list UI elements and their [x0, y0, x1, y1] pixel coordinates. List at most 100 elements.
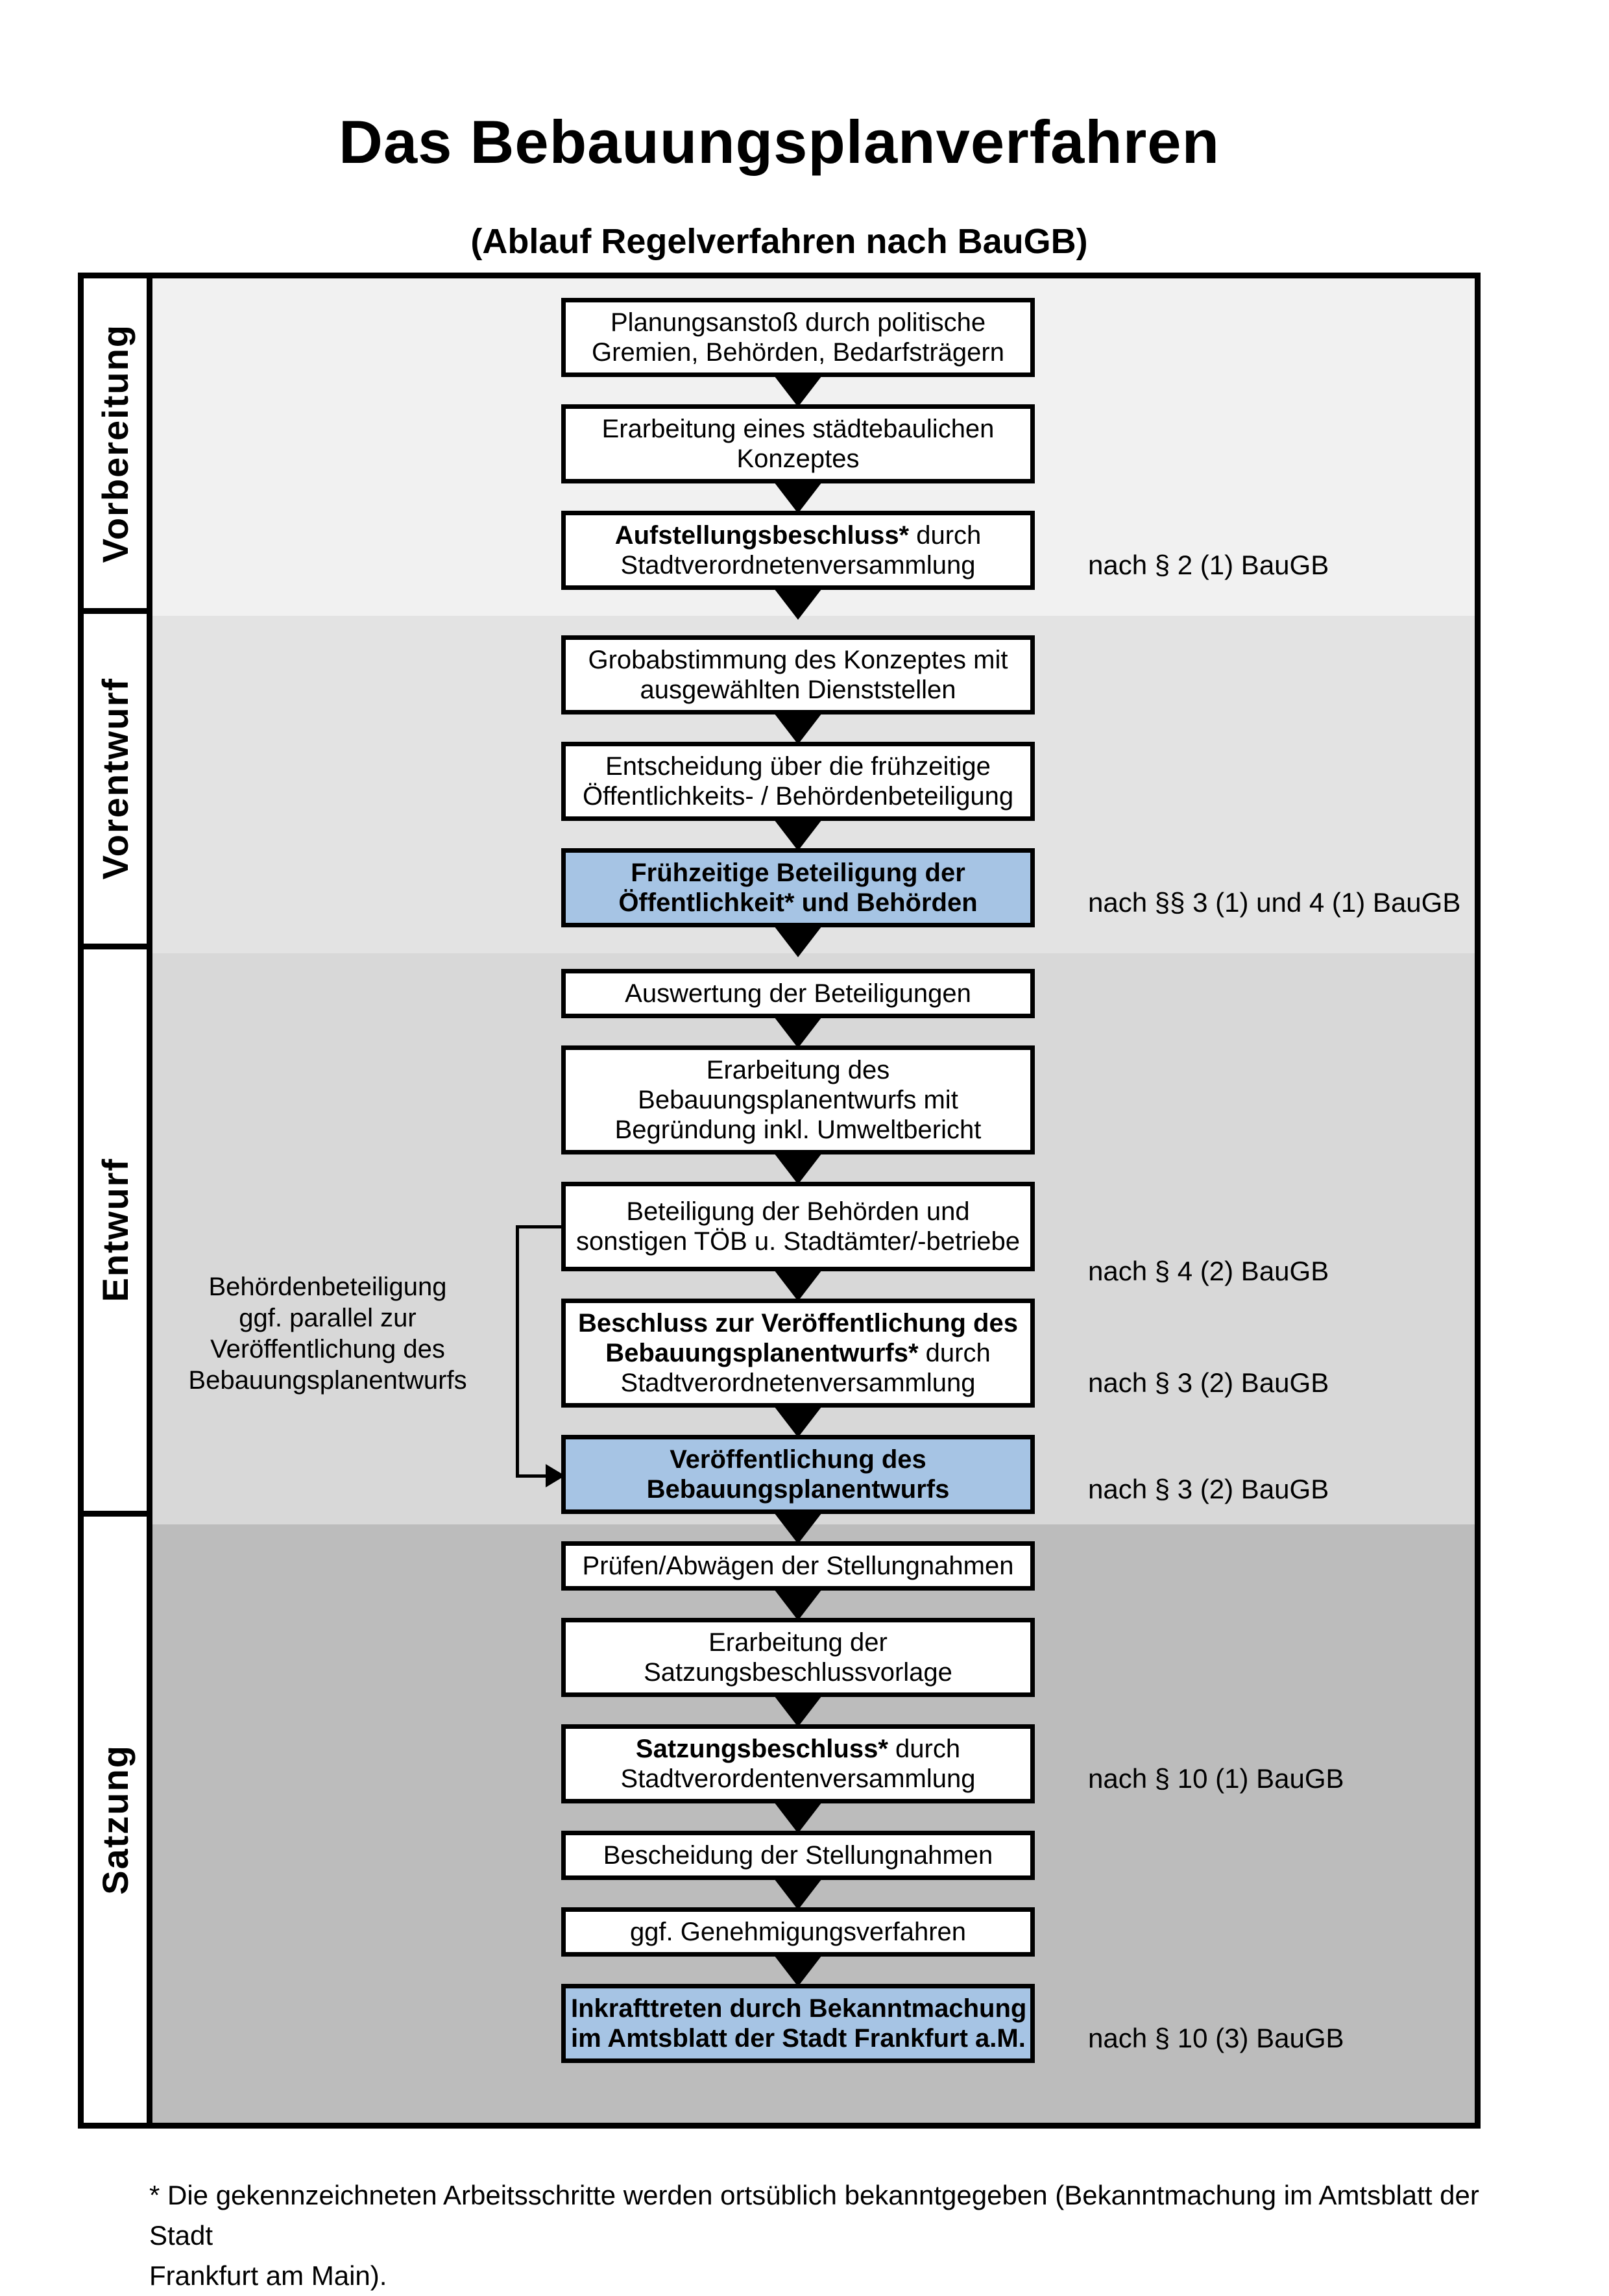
bracket-bottom-segment: [516, 1474, 550, 1478]
phase-label-satzung: Satzung: [95, 1744, 136, 1895]
flow-box-line: Satzungsbeschlussvorlage: [644, 1658, 952, 1687]
header: Das Bebauungsplanverfahren (Ablauf Regel…: [78, 0, 1481, 262]
flow-box-line: ausgewählten Dienststellen: [640, 676, 956, 704]
flow-step-row: ggf. Genehmigungsverfahren: [152, 1907, 1475, 1957]
flow-box: Auswertung der Beteiligungen: [561, 969, 1035, 1018]
flow-box-line: Stadtverordentenversammlung: [620, 1765, 976, 1793]
flow-box-line: Erarbeitung der: [708, 1628, 888, 1657]
flow-box-line: Gremien, Behörden, Bedarfsträgern: [592, 338, 1004, 367]
legal-ref-annotation: nach § 4 (2) BauGB: [1088, 1256, 1329, 1286]
flow-box: Bescheidung der Stellungnahmen: [561, 1831, 1035, 1880]
legal-ref-annotation: nach §§ 3 (1) und 4 (1) BauGB: [1088, 887, 1461, 918]
flow-arrow-down-icon: [772, 373, 824, 407]
flow-box-line: Bebauungsplanentwurfs* durch: [605, 1339, 991, 1367]
flow-arrow-down-icon: [772, 586, 824, 620]
flow-step-row: Prüfen/Abwägen der Stellungnahmen: [152, 1541, 1475, 1591]
flow-box-line: Inkrafttreten durch Bekanntmachung: [571, 1994, 1027, 2023]
flow-box: ggf. Genehmigungsverfahren: [561, 1907, 1035, 1957]
flow-arrow-down-icon: [772, 1800, 824, 1833]
flow-box-line: Stadtverordnetenversammlung: [620, 1369, 976, 1397]
legal-ref-annotation: nach § 10 (1) BauGB: [1088, 1763, 1344, 1794]
flow-box-line: Konzeptes: [736, 445, 860, 473]
flow-box: Prüfen/Abwägen der Stellungnahmen: [561, 1541, 1035, 1591]
flow-box-line: Beschluss zur Veröffentlichung des: [578, 1309, 1018, 1337]
flow-arrow-down-icon: [772, 1510, 824, 1544]
flow-box-line: sonstigen TÖB u. Stadtämter/-betriebe: [575, 1227, 1021, 1256]
flow-box-line: im Amtsblatt der Stadt Frankfurt a.M.: [571, 2024, 1026, 2053]
flow-arrow-down-icon: [772, 1876, 824, 1910]
phase-label-vorbereitung: Vorbereitung: [95, 323, 136, 563]
flow-step-row: Bescheidung der Stellungnahmen: [152, 1831, 1475, 1880]
flow-arrow-down-icon: [772, 817, 824, 851]
legal-ref-annotation: nach § 10 (3) BauGB: [1088, 2023, 1344, 2053]
flow-box-line: Beteiligung der Behörden und: [626, 1197, 970, 1226]
phase-label-entwurf: Entwurf: [95, 1158, 136, 1302]
flow-box-line: Planungsanstoß durch politische: [610, 308, 986, 337]
legal-ref-annotation: nach § 2 (1) BauGB: [1088, 550, 1329, 580]
bracket-arrowhead-icon: [546, 1464, 565, 1487]
legal-ref-annotation: nach § 3 (2) BauGB: [1088, 1474, 1329, 1504]
flow-arrow-down-icon: [772, 1953, 824, 1986]
side-note-line: Veröffentlichung des: [210, 1335, 445, 1363]
flow-box-line: Erarbeitung eines städtebaulichen: [601, 415, 995, 443]
footnote-line1: * Die gekennzeichneten Arbeitsschritte w…: [149, 2180, 1479, 2251]
flow-box-line: Aufstellungsbeschluss* durch: [614, 521, 982, 550]
flow-box-line: Öffentlichkeits- / Behördenbeteiligung: [582, 782, 1014, 811]
flow-box-line: Entscheidung über die frühzeitige: [605, 752, 991, 781]
phase-cell-satzung: Satzung: [84, 1517, 147, 2123]
side-note-line: Behördenbeteiligung: [208, 1273, 447, 1301]
legal-ref-annotation: nach § 3 (2) BauGB: [1088, 1367, 1329, 1398]
flow-box-line: Begründung inkl. Umweltbericht: [614, 1116, 982, 1144]
flow-box-line: Grobabstimmung des Konzeptes mit: [588, 646, 1008, 674]
flow-arrow-down-icon: [772, 480, 824, 513]
flow-box-line: Stadtverordnetenversammlung: [620, 551, 976, 580]
flow-box-line: Bebauungsplanentwurfs: [646, 1475, 950, 1504]
flow-arrow-down-icon: [772, 923, 824, 957]
flow-box-line: Erarbeitung des: [706, 1056, 890, 1084]
flow-arrow-down-icon: [772, 711, 824, 744]
flow-box-line: Frühzeitige Beteiligung der: [631, 859, 965, 887]
flow-box-line: Auswertung der Beteiligungen: [625, 979, 971, 1008]
bracket-top-segment: [516, 1225, 563, 1228]
flow-arrow-down-icon: [772, 1151, 824, 1184]
flow-arrow-down-icon: [772, 1267, 824, 1301]
footnote: * Die gekennzeichneten Arbeitsschritte w…: [149, 2175, 1512, 2296]
flow-box-line: ggf. Genehmigungsverfahren: [629, 1918, 967, 1946]
bracket-vertical-segment: [516, 1225, 519, 1478]
phase-label-vorentwurf: Vorentwurf: [95, 677, 136, 880]
flow-box-line: Öffentlichkeit* und Behörden: [618, 888, 978, 917]
